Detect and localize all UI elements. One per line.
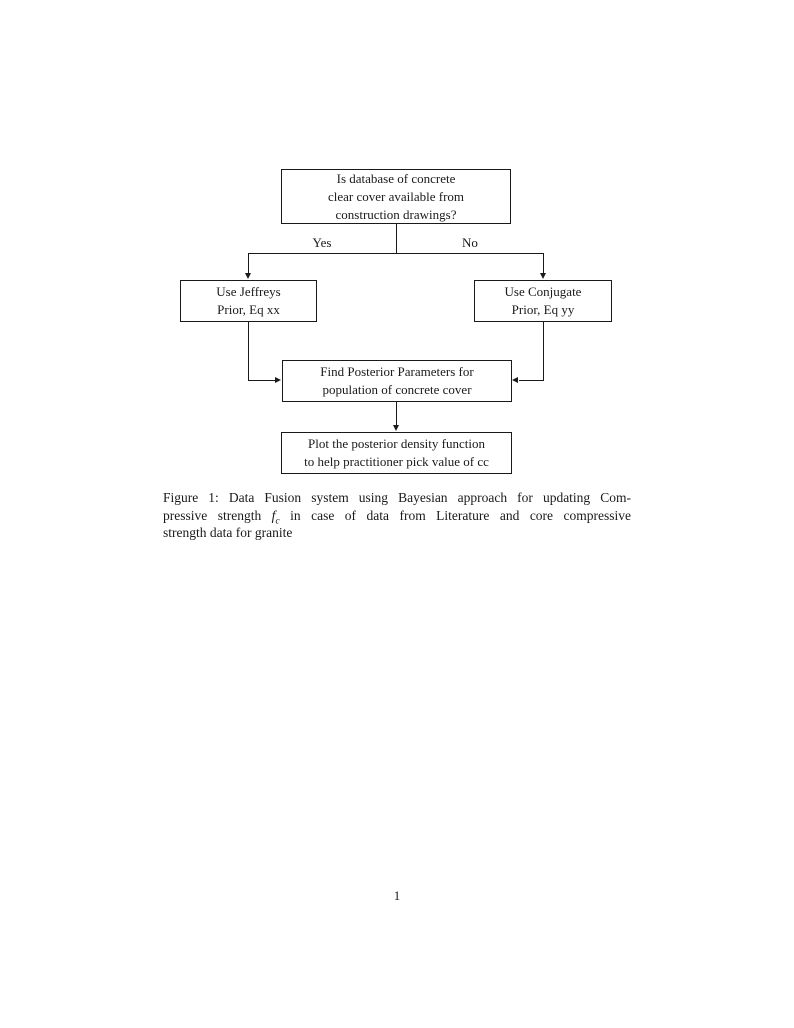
plot-line-1: Plot the posterior density function bbox=[308, 436, 485, 451]
arrowhead-right-into-posterior bbox=[512, 377, 518, 383]
fc-subscript: c bbox=[275, 516, 280, 527]
decision-line-1: Is database of concrete bbox=[336, 170, 456, 186]
conjugate-line-1: Use Conjugate bbox=[504, 284, 582, 299]
flowchart-plot-box: Plot the posterior density function to h… bbox=[281, 432, 512, 474]
fc-symbol: f bbox=[271, 507, 276, 523]
page-number: 1 bbox=[393, 888, 401, 903]
jeffreys-line-2: Prior, Eq xx bbox=[217, 302, 280, 317]
arrowhead-into-plot bbox=[393, 425, 399, 431]
arrowhead-into-conjugate bbox=[540, 273, 546, 279]
flowchart-posterior-box: Find Posterior Parameters for population… bbox=[282, 360, 512, 402]
decision-line-2: clear cover available from bbox=[327, 188, 465, 204]
branch-no-label: No bbox=[462, 235, 478, 250]
connector-decision-down bbox=[396, 224, 397, 254]
connector-branch-horizontal bbox=[248, 253, 544, 254]
jeffreys-line-1: Use Jeffreys bbox=[216, 284, 281, 299]
conjugate-line-2: Prior, Eq yy bbox=[511, 302, 575, 317]
decision-line-3: construction drawings? bbox=[335, 206, 457, 222]
caption-line-2-post: in case of data from Literature and core… bbox=[279, 507, 631, 523]
flowchart-decision-box: Is database of concrete clear cover avai… bbox=[281, 169, 511, 224]
connector-no-down bbox=[543, 253, 544, 275]
branch-yes-label: Yes bbox=[312, 235, 332, 250]
caption-line-2-pre: pressive strength bbox=[163, 507, 272, 523]
flowchart-jeffreys-box: Use Jeffreys Prior, Eq xx bbox=[180, 280, 317, 322]
caption-line-3: strength data for granite bbox=[163, 525, 293, 540]
plot-line-2: to help practitioner pick value of cc bbox=[304, 454, 489, 469]
caption-line-2: pressive strength fc in case of data fro… bbox=[163, 507, 631, 527]
connector-yes-down bbox=[248, 253, 249, 275]
figure-caption: Figure 1: Data Fusion system using Bayes… bbox=[163, 489, 631, 542]
flowchart-conjugate-box: Use Conjugate Prior, Eq yy bbox=[474, 280, 612, 322]
posterior-line-2: population of concrete cover bbox=[322, 382, 472, 397]
connector-conjugate-elbow bbox=[519, 380, 544, 381]
arrowhead-into-jeffreys bbox=[245, 273, 251, 279]
fc-math-symbol: fc bbox=[271, 507, 280, 527]
posterior-line-1: Find Posterior Parameters for bbox=[320, 364, 474, 379]
caption-line-1: Figure 1: Data Fusion system using Bayes… bbox=[163, 490, 631, 505]
connector-posterior-down bbox=[396, 402, 397, 427]
connector-jeffreys-down bbox=[248, 322, 249, 381]
connector-jeffreys-elbow bbox=[248, 380, 276, 381]
connector-conjugate-down bbox=[543, 322, 544, 381]
arrowhead-left-into-posterior bbox=[275, 377, 281, 383]
